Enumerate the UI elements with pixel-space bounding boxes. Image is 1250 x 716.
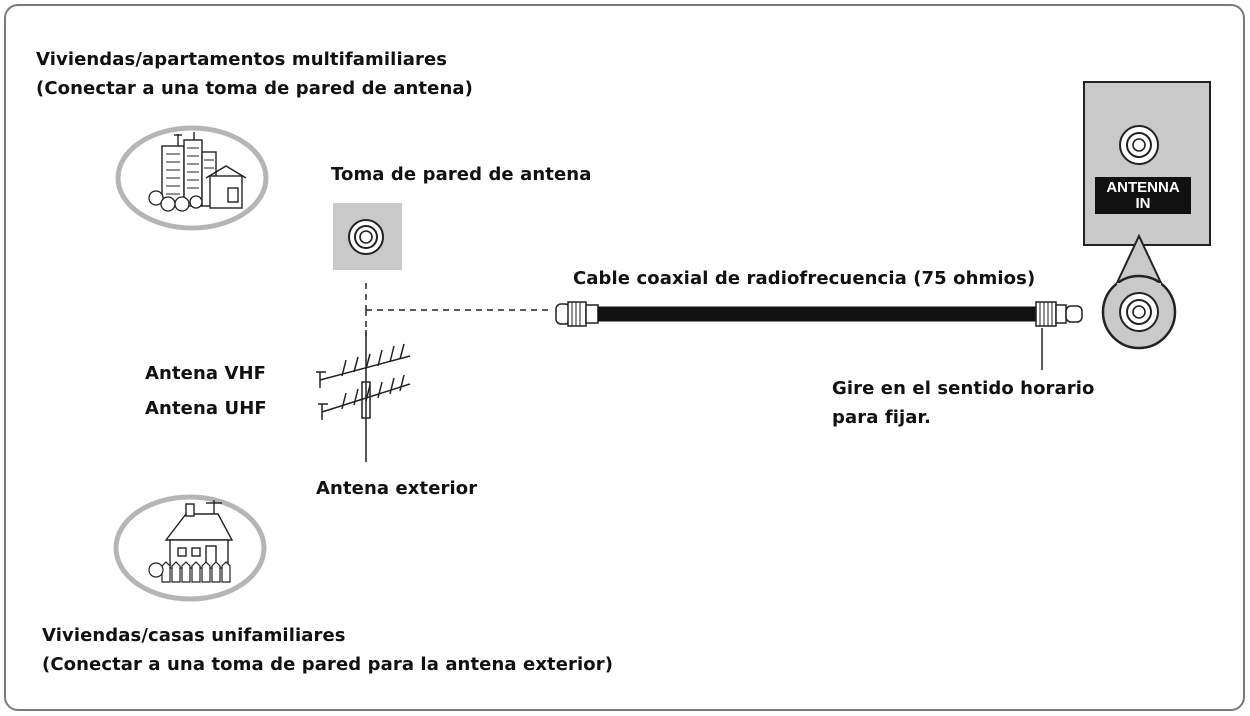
- house-icon: [113, 494, 267, 602]
- dashed-connection: [365, 283, 553, 336]
- single-family-title: Viviendas/casas unifamiliares: [42, 625, 346, 646]
- tv-rear-panel: [1083, 81, 1211, 246]
- outdoor-antenna-label: Antena exterior: [316, 478, 478, 499]
- diagram-frame: [4, 4, 1245, 711]
- turn-instruction-line2: para fijar.: [832, 407, 931, 428]
- antenna-in-line1: ANTENNA: [1106, 179, 1180, 196]
- single-family-subtitle: (Conectar a una toma de pared para la an…: [42, 654, 614, 675]
- multi-family-title: Viviendas/apartamentos multifamiliares: [36, 49, 448, 70]
- apartment-buildings-icon: [115, 125, 269, 231]
- tv-antenna-icon: [316, 330, 411, 462]
- jack-zoom-callout: [1101, 233, 1177, 350]
- uhf-antenna-label: Antena UHF: [145, 398, 267, 419]
- multi-family-subtitle: (Conectar a una toma de pared de antena): [36, 78, 473, 99]
- turn-instruction-line1: Gire en el sentido horario: [832, 378, 1095, 399]
- vhf-antenna-label: Antena VHF: [145, 363, 267, 384]
- wall-outlet-jack: [333, 203, 402, 270]
- cable-label: Cable coaxial de radiofrecuencia (75 ohm…: [573, 268, 1036, 289]
- coaxial-cable-icon: [555, 301, 1083, 370]
- wall-outlet-label: Toma de pared de antena: [331, 164, 592, 185]
- tv-antenna-jack-icon: [1119, 125, 1159, 165]
- antenna-in-badge: ANTENNA IN: [1095, 177, 1191, 214]
- antenna-in-line2: IN: [1135, 195, 1151, 212]
